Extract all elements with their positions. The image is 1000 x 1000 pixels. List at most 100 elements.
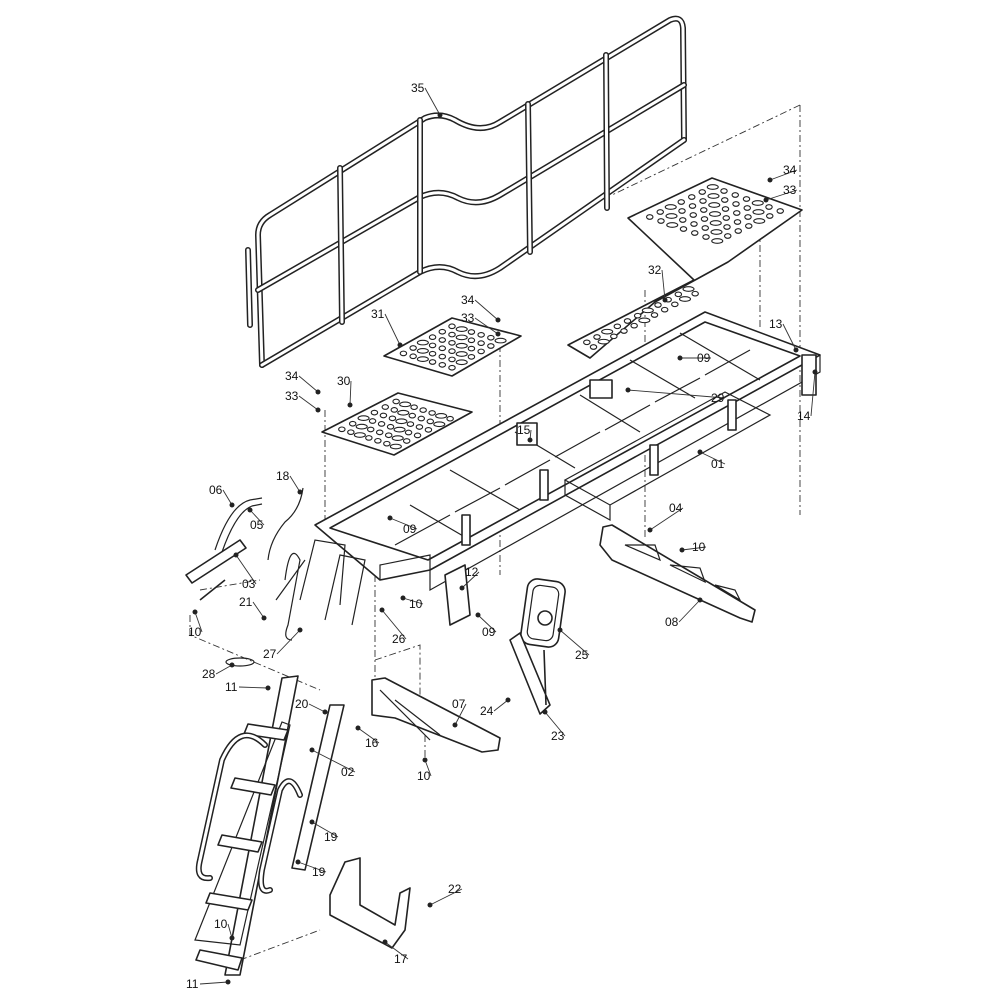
plate-hole xyxy=(700,216,709,222)
plate-hole xyxy=(416,339,429,346)
plate-hole xyxy=(409,353,417,360)
plate-hole xyxy=(671,301,679,308)
callout-10: 10 xyxy=(409,597,423,611)
callout-23: 23 xyxy=(551,729,565,743)
fastener-marker xyxy=(437,112,443,118)
callout-21: 21 xyxy=(239,595,253,609)
plate-hole xyxy=(641,307,654,314)
callout-34: 34 xyxy=(285,369,299,383)
plate-hole xyxy=(751,200,764,206)
callout-19: 19 xyxy=(324,830,338,844)
fastener-marker xyxy=(229,935,235,941)
fastener-marker xyxy=(297,627,303,633)
plate-hole xyxy=(347,429,355,436)
fastener-marker xyxy=(379,607,385,613)
plate-hole xyxy=(455,351,468,357)
plate-hole xyxy=(698,189,706,195)
plate-hole xyxy=(477,348,485,355)
callout-09: 09 xyxy=(697,351,711,365)
plate-hole xyxy=(753,218,766,224)
plate-hole xyxy=(665,213,678,219)
plate-hole xyxy=(477,340,485,346)
plate-hole xyxy=(723,233,732,239)
leader-line xyxy=(559,629,590,656)
plate-hole xyxy=(410,404,418,411)
leader-line xyxy=(381,609,407,640)
plate-hole xyxy=(455,326,468,332)
leader-line xyxy=(389,517,418,530)
plate-hole xyxy=(688,203,697,209)
leader-line xyxy=(681,546,707,551)
plate-hole xyxy=(408,412,417,419)
plate-hole xyxy=(690,230,699,236)
fastener-marker xyxy=(475,612,481,618)
leader-line xyxy=(461,571,480,589)
fastener-marker xyxy=(247,507,253,513)
plate-hole xyxy=(732,201,740,207)
fastener-marker xyxy=(542,709,548,715)
callout-02: 02 xyxy=(341,765,355,779)
plate-hole xyxy=(583,339,591,346)
callout-06: 06 xyxy=(209,483,223,497)
plate-hole xyxy=(438,353,447,360)
callout-13: 13 xyxy=(769,317,783,331)
plate-hole xyxy=(383,440,391,447)
plate-hole xyxy=(744,214,752,220)
plate-hole xyxy=(438,362,447,368)
leader-line xyxy=(649,507,684,531)
fastener-marker xyxy=(315,389,321,395)
fastener-marker xyxy=(459,585,465,591)
plate-hole xyxy=(389,443,402,450)
plate-hole xyxy=(707,193,720,199)
callout-15: 15 xyxy=(517,423,531,437)
plate-hole xyxy=(699,198,707,204)
leader-line xyxy=(493,699,509,712)
callout-34: 34 xyxy=(783,163,797,177)
callout-03: 03 xyxy=(242,577,256,591)
plate-hole xyxy=(682,286,695,292)
plate-hole xyxy=(448,364,456,371)
leader-line xyxy=(222,489,233,506)
fastener-marker xyxy=(295,859,301,865)
plate-hole xyxy=(702,234,710,240)
fastener-marker xyxy=(763,197,769,203)
plate-hole xyxy=(438,337,447,343)
leader-line xyxy=(252,601,265,619)
plate-hole xyxy=(678,296,692,302)
callout-32: 32 xyxy=(648,263,662,277)
fastener-marker xyxy=(662,297,668,303)
frame-01 xyxy=(275,311,821,641)
leader-line xyxy=(661,269,666,301)
fastener-marker xyxy=(557,627,563,633)
fastener-marker xyxy=(229,502,235,508)
callout-12: 12 xyxy=(465,565,479,579)
fastener-marker xyxy=(697,597,703,603)
leader-line xyxy=(298,395,319,411)
plate-hole xyxy=(733,219,742,225)
plate-hole xyxy=(409,345,417,351)
leader-line xyxy=(424,87,441,116)
plate-hole xyxy=(424,426,433,433)
callout-04: 04 xyxy=(669,501,683,515)
fastener-marker xyxy=(505,697,511,703)
plate-31 xyxy=(383,317,522,377)
plate-hole xyxy=(379,412,388,419)
leader-line xyxy=(311,821,339,838)
fastener-marker xyxy=(793,347,799,353)
plate-hole xyxy=(776,208,784,214)
callout-05: 05 xyxy=(250,518,264,532)
fastener-marker xyxy=(495,317,501,323)
callout-26: 26 xyxy=(392,632,406,646)
plate-hole xyxy=(722,215,730,221)
plate-hole xyxy=(426,418,435,425)
plate-hole xyxy=(448,356,456,363)
fastener-marker xyxy=(192,609,198,615)
callout-10: 10 xyxy=(214,917,228,931)
plate-hole xyxy=(428,359,437,365)
plate-hole xyxy=(374,437,382,444)
callout-33: 33 xyxy=(461,311,475,325)
callout-24: 24 xyxy=(480,704,494,718)
